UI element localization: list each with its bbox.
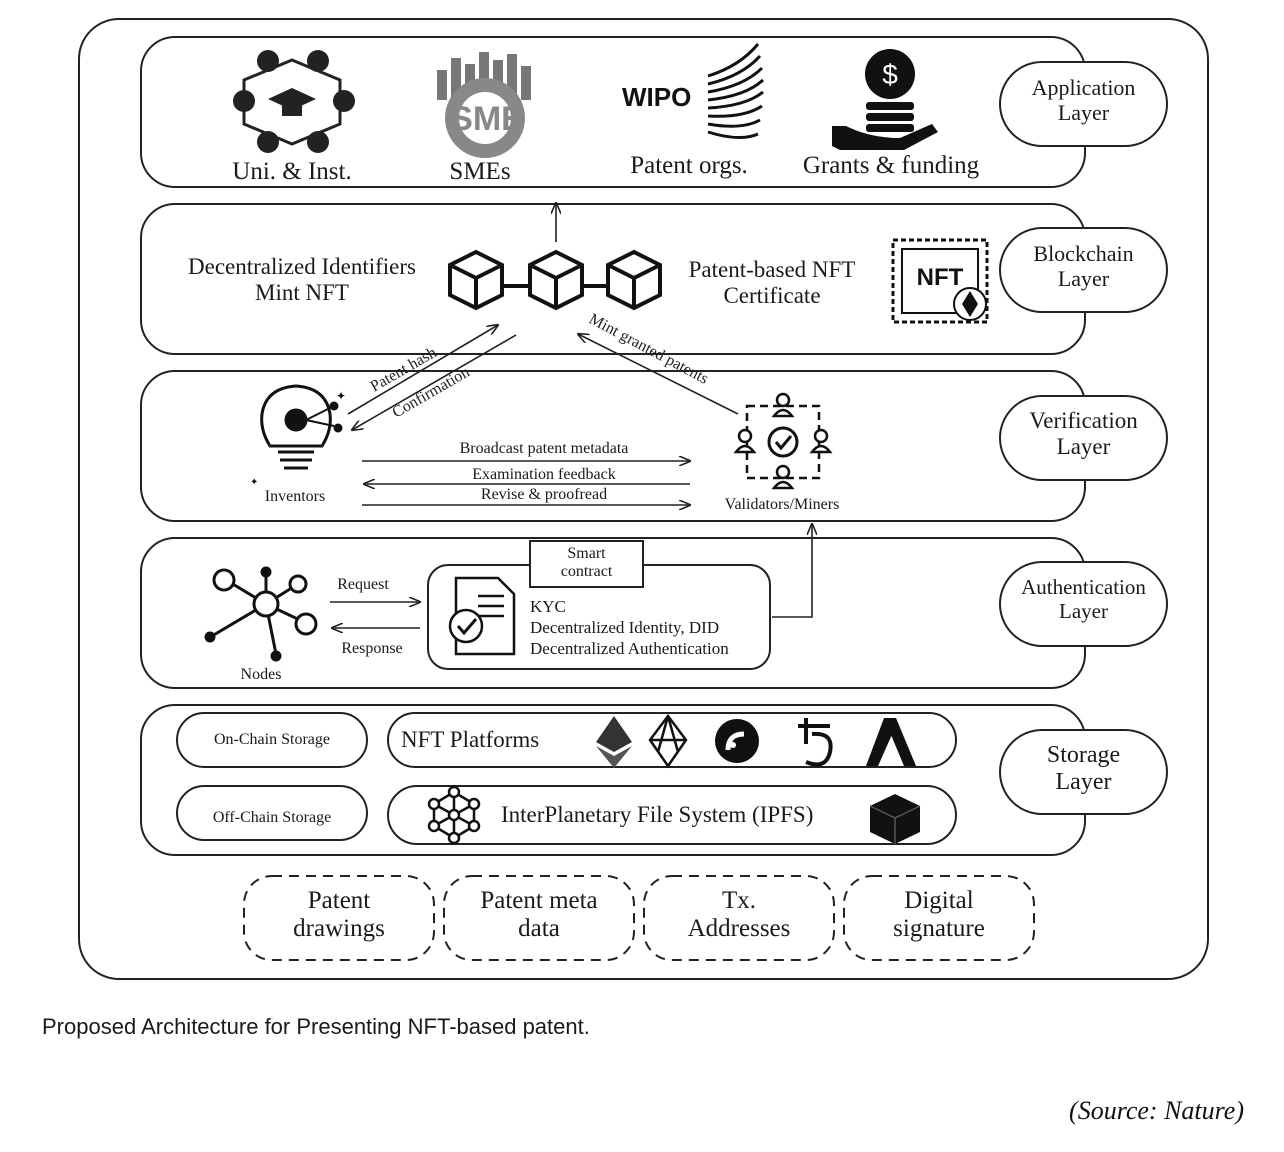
request-label: Request [337, 576, 389, 593]
arrow-confirmation [352, 334, 517, 430]
kyc-list: KYC Decentralized Identity, DID Decentra… [530, 596, 729, 659]
ipfs-label: InterPlanetary File System (IPFS) [501, 802, 814, 827]
grants-hand-icon: $ [832, 49, 938, 150]
source-credit: (Source: Nature) [1069, 1096, 1244, 1125]
arrow-kyc-to-validators [772, 524, 812, 618]
wipo-logo: WIPO [622, 43, 765, 139]
sparkle-icon: ✦ [336, 389, 346, 403]
document-check-icon [448, 576, 516, 656]
storage-cube-icon [869, 794, 921, 844]
architecture-diagram: SME WIPO $ [78, 18, 1209, 980]
ethereum-icon [596, 716, 632, 768]
grants-label: Grants & funding [802, 152, 980, 179]
inventors-label: Inventors [264, 488, 326, 505]
blockchain-cubes-icon [448, 249, 662, 311]
data-item-box [243, 875, 435, 961]
sme-logo-text: SME [450, 100, 524, 138]
data-item-box [843, 875, 1035, 961]
nodes-network-icon [204, 566, 318, 662]
storage-layer-text: Storage Layer [1046, 742, 1121, 795]
data-item-box [443, 875, 635, 961]
blockchain-layer-oval [999, 227, 1168, 313]
dauth-label: Decentralized Authentication [530, 639, 729, 658]
application-layer-oval [999, 61, 1168, 147]
nft-stamp-text: NFT [917, 264, 964, 291]
smart-contract-box [529, 540, 644, 588]
ipfs-network-icon [427, 785, 481, 845]
smart-contract-label: Smart contract [560, 545, 613, 580]
on-chain-oval [176, 712, 368, 768]
validators-icon [733, 392, 833, 490]
inventor-bulb-icon [260, 384, 343, 470]
on-chain-label: On-Chain Storage [214, 731, 330, 748]
arrow-patent-hash [347, 325, 498, 415]
authentication-layer-oval [999, 561, 1168, 647]
ipfs-box [387, 785, 957, 845]
arrow-mint-granted [578, 334, 739, 415]
response-label: Response [341, 640, 403, 657]
dollar-sign: $ [882, 59, 898, 90]
storage-layer-oval [999, 729, 1168, 815]
application-layer-text: Application Layer [1031, 75, 1136, 125]
tezos-icon [798, 718, 833, 767]
authentication-layer-text: Authentication Layer [1021, 575, 1146, 623]
data-item-label: Tx.Addresses [687, 887, 791, 942]
kyc-label: KYC [530, 597, 566, 616]
data-item-box [643, 875, 835, 961]
feedback-label: Examination feedback [472, 466, 616, 483]
nodes-label: Nodes [240, 666, 282, 683]
did-label: Decentralized Identifiers Mint NFT [188, 254, 416, 305]
off-chain-oval [176, 785, 368, 841]
mint-granted-label: Mint granted patents [586, 311, 711, 388]
nft-certificate-label: Patent-based NFT Certificate [688, 257, 856, 308]
did-auth-label: Decentralized Identity, DID [530, 618, 720, 637]
broadcast-label: Broadcast patent metadata [459, 440, 629, 457]
validators-label: Validators/Miners [724, 496, 840, 513]
nft-stamp-icon: NFT [891, 238, 989, 324]
smes-label: SMEs [449, 158, 511, 185]
sparkle-icon-2: ✦ [250, 477, 258, 488]
figure-caption: Proposed Architecture for Presenting NFT… [42, 1014, 590, 1039]
algorand-icon [866, 718, 916, 766]
off-chain-label: Off-Chain Storage [212, 809, 332, 826]
uni-inst-label: Uni. & Inst. [232, 158, 352, 185]
eos-icon [648, 713, 688, 769]
wipo-logo-text: WIPO [622, 82, 691, 112]
patent-orgs-label: Patent orgs. [630, 152, 748, 179]
blockchain-layer-text: Blockchain Layer [1033, 241, 1134, 291]
nft-platforms-label: NFT Platforms [401, 727, 540, 752]
outer-frame [78, 18, 1209, 980]
sme-icon: SME [437, 52, 531, 158]
flow-icon [715, 719, 759, 763]
verification-layer-text: Verification Layer [1029, 408, 1138, 459]
verification-layer-oval [999, 395, 1168, 481]
university-icon [233, 50, 355, 153]
revise-label: Revise & proofread [480, 486, 608, 503]
